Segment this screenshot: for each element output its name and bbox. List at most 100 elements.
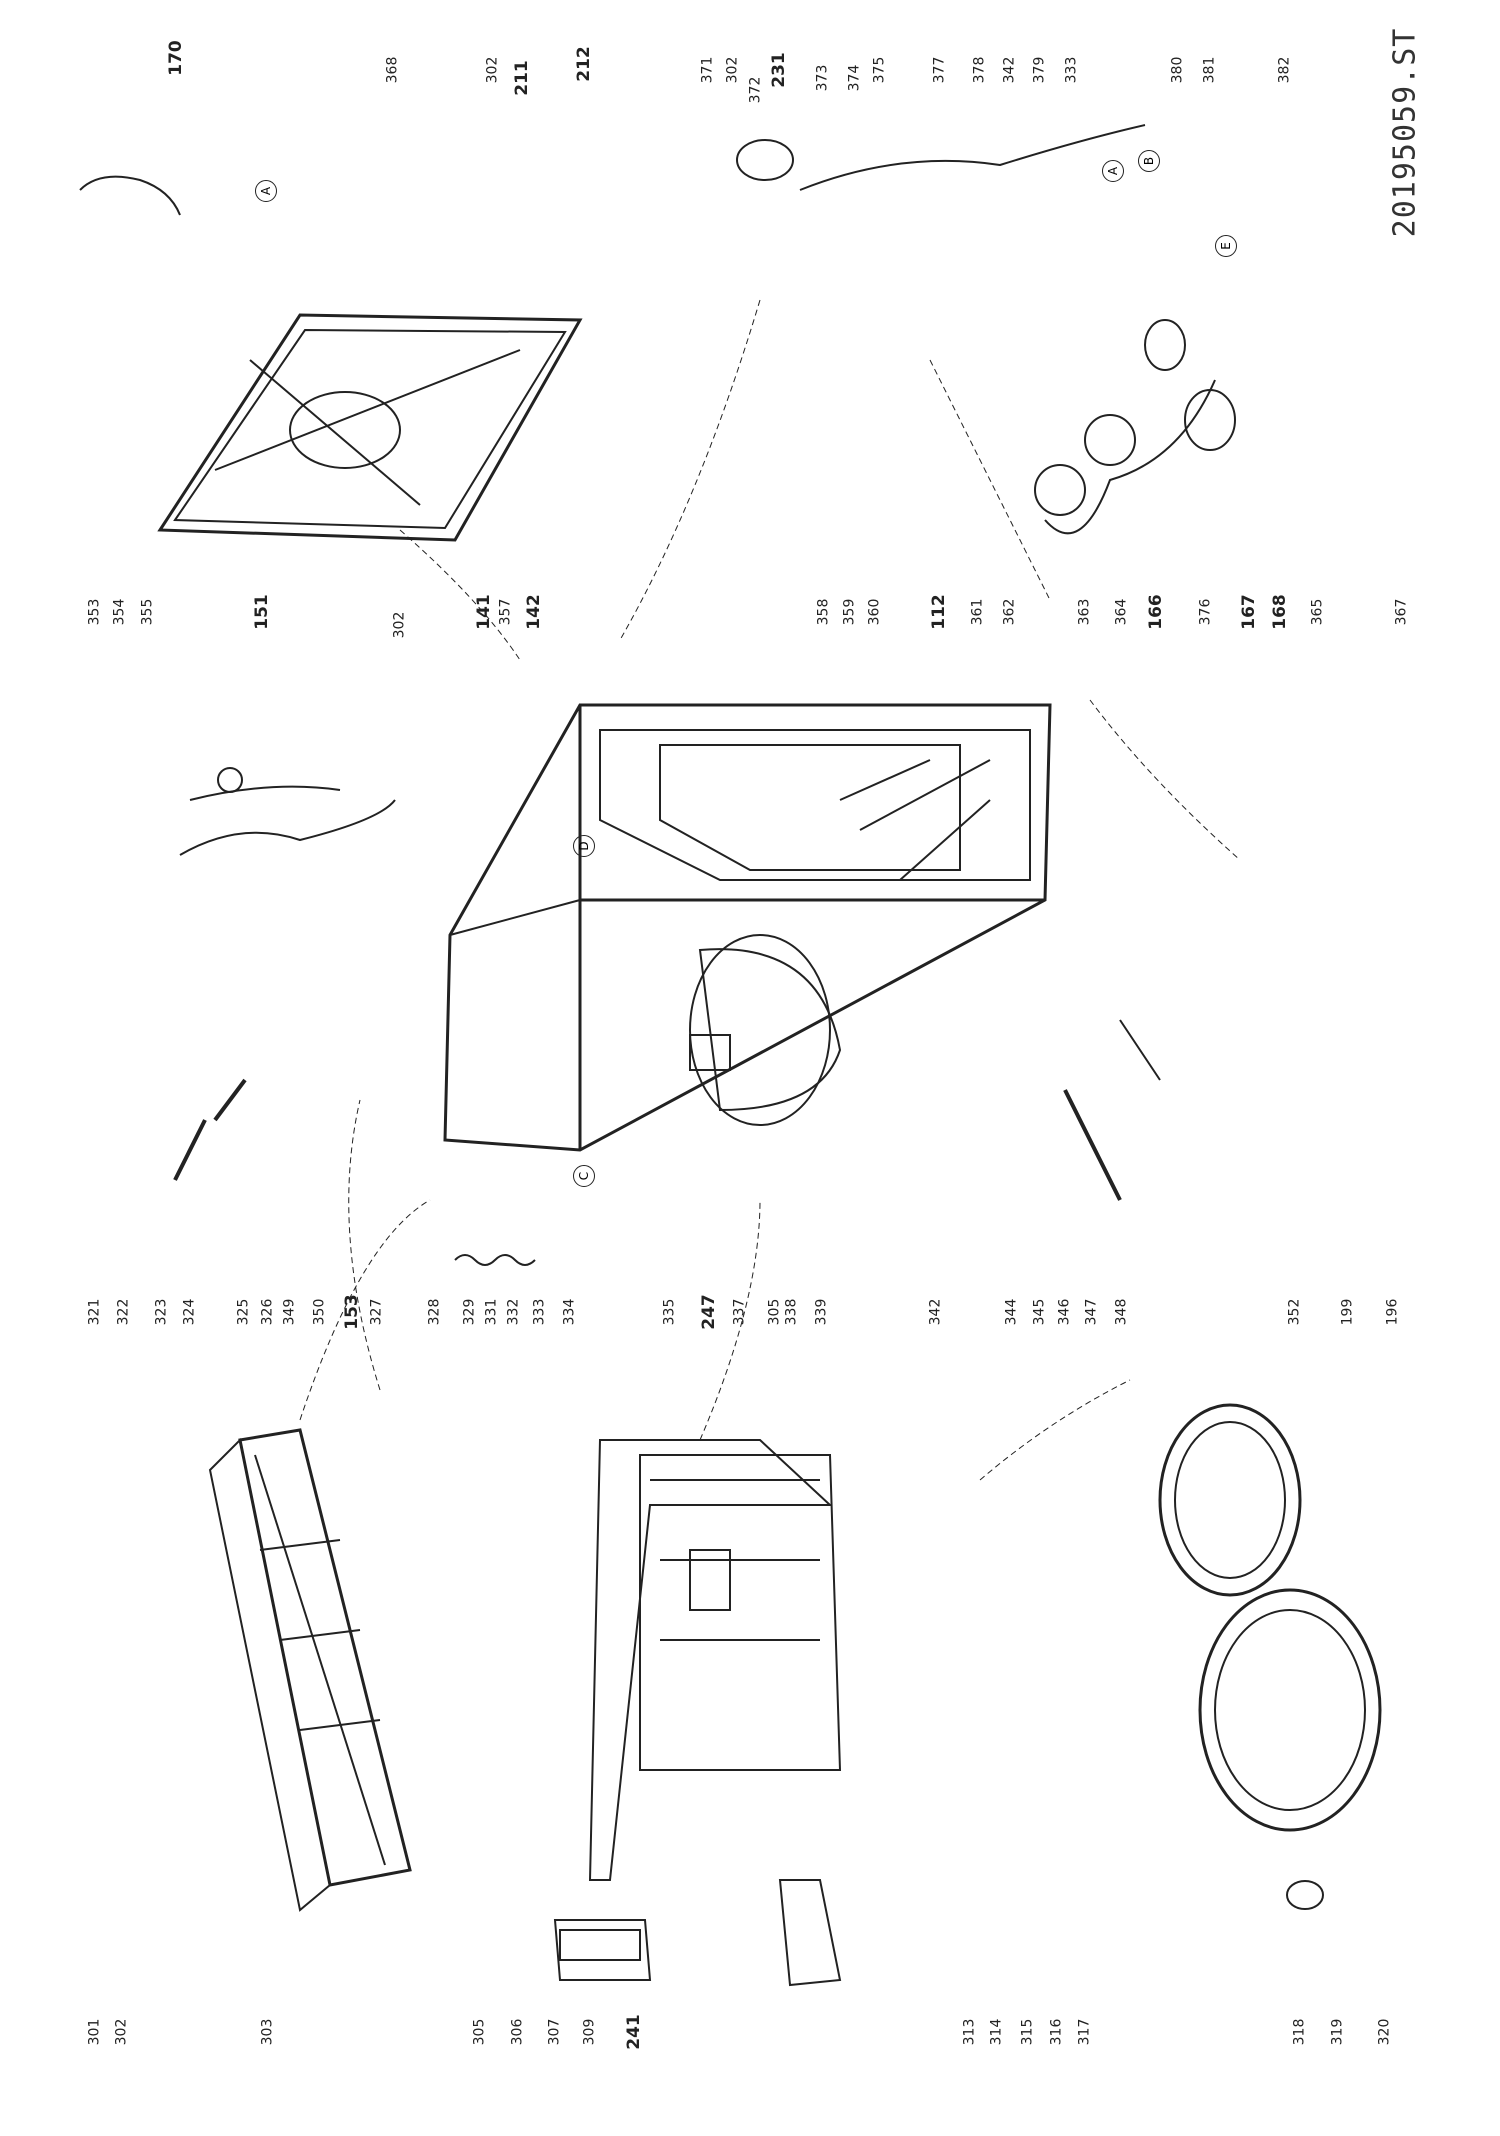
bot-callout: 326 (259, 1298, 276, 1326)
bot-callout: 347 (1083, 1298, 1100, 1326)
bot-callout: 306 (509, 2018, 526, 2046)
top-callout: 378 (971, 56, 988, 84)
bot-callout: 319 (1329, 2018, 1346, 2046)
bot-callout: 345 (1031, 1298, 1048, 1326)
top-callout: 231 (768, 52, 789, 88)
top-callout: 170 (165, 40, 186, 76)
mid-callout: 112 (928, 594, 949, 630)
bot-callout: 327 (368, 1298, 385, 1326)
bot-callout: 307 (546, 2018, 563, 2046)
mid-callout: 376 (1197, 598, 1214, 626)
bot-callout: 315 (1019, 2018, 1036, 2046)
bot-callout: 333 (531, 1298, 548, 1326)
top-callout: 368 (384, 56, 401, 84)
bot-callout: 305 (471, 2018, 488, 2046)
bot-callout: 335 (661, 1298, 678, 1326)
top-callout: 371 (699, 56, 716, 84)
bot-callout: 241 (623, 2014, 644, 2050)
mid-callout: 151 (251, 594, 272, 630)
bot-callout: 321 (86, 1298, 103, 1326)
top-callout: 372 (747, 76, 764, 104)
detergent-drawer (553, 1879, 842, 1987)
bot-callout: 247 (698, 1294, 719, 1330)
bot-callout: 325 (235, 1298, 252, 1326)
top-callout: 377 (931, 56, 948, 84)
bot-callout: 318 (1291, 2018, 1308, 2046)
top-callout: 212 (573, 46, 594, 82)
marker-circle: D (573, 835, 595, 857)
bot-callout: 349 (281, 1298, 298, 1326)
bot-callout: 196 (1384, 1298, 1401, 1326)
top-callout: 380 (1169, 56, 1186, 84)
bot-callout: 337 (731, 1298, 748, 1326)
bot-callout: 199 (1339, 1298, 1356, 1326)
top-callout: 379 (1031, 56, 1048, 84)
top-callout: 375 (871, 56, 888, 84)
bot-callout: 329 (461, 1298, 478, 1326)
bot-callout: 344 (1003, 1298, 1020, 1326)
springs-and-dampers (173, 1019, 1161, 1266)
mid-callout: 361 (969, 598, 986, 626)
mid-callout: 363 (1076, 598, 1093, 626)
bot-callout: 309 (581, 2018, 598, 2046)
bot-callout: 331 (483, 1298, 500, 1326)
bot-callout: 302 (113, 2018, 130, 2046)
leader-lines (299, 299, 1241, 1481)
bot-callout: 346 (1056, 1298, 1073, 1326)
top-callout: 374 (846, 64, 863, 92)
top-callout: 381 (1201, 56, 1218, 84)
top-lid (157, 313, 583, 542)
top-callout: 302 (724, 56, 741, 84)
door-assembly (1158, 1403, 1382, 1910)
mid-callout: 166 (1145, 594, 1166, 630)
mid-callout: 354 (111, 598, 128, 626)
top-callout: 373 (814, 64, 831, 92)
bot-callout: 338 (783, 1298, 800, 1326)
bot-callout: 305 (766, 1298, 783, 1326)
mid-callout: 168 (1269, 594, 1290, 630)
bot-callout: 323 (153, 1298, 170, 1326)
bot-callout: 334 (561, 1298, 578, 1326)
pump-assembly (736, 124, 1236, 535)
mid-callout: 142 (523, 594, 544, 630)
marker-circle: C (573, 1165, 595, 1187)
bot-callout: 303 (259, 2018, 276, 2046)
mid-callout: 360 (866, 598, 883, 626)
bot-callout: 339 (813, 1298, 830, 1326)
mid-callout: 359 (841, 598, 858, 626)
mid-callout: 353 (86, 598, 103, 626)
mid-callout: 357 (497, 598, 514, 626)
top-callout: 211 (511, 60, 532, 96)
bot-callout: 350 (311, 1298, 328, 1326)
bot-callout: 352 (1286, 1298, 1303, 1326)
bot-callout: 314 (988, 2018, 1005, 2046)
bot-callout: 301 (86, 2018, 103, 2046)
top-callout: 382 (1276, 56, 1293, 84)
marker-circle: A (255, 180, 277, 202)
bot-callout: 322 (115, 1298, 132, 1326)
inlet-hose (79, 175, 396, 856)
mid-callout: 367 (1393, 598, 1410, 626)
mid-callout: 358 (815, 598, 832, 626)
mid-callout: 167 (1238, 594, 1259, 630)
bot-callout: 348 (1113, 1298, 1130, 1326)
marker-circle: E (1215, 235, 1237, 257)
bot-callout: 324 (181, 1298, 198, 1326)
bot-callout: 153 (341, 1294, 362, 1330)
marker-circle: A (1102, 160, 1124, 182)
mid-callout: 355 (139, 598, 156, 626)
mid-callout: 141 (473, 594, 494, 630)
bot-callout: 316 (1048, 2018, 1065, 2046)
marker-circle: B (1138, 150, 1160, 172)
mid-callout: 362 (1001, 598, 1018, 626)
bot-callout: 317 (1076, 2018, 1093, 2046)
top-callout: 333 (1063, 56, 1080, 84)
top-callout: 342 (1001, 56, 1018, 84)
bot-callout: 342 (927, 1298, 944, 1326)
front-panel-left (208, 1428, 412, 1912)
cabinet-body (443, 703, 1052, 1152)
bot-callout: 313 (961, 2018, 978, 2046)
bot-callout: 328 (426, 1298, 443, 1326)
